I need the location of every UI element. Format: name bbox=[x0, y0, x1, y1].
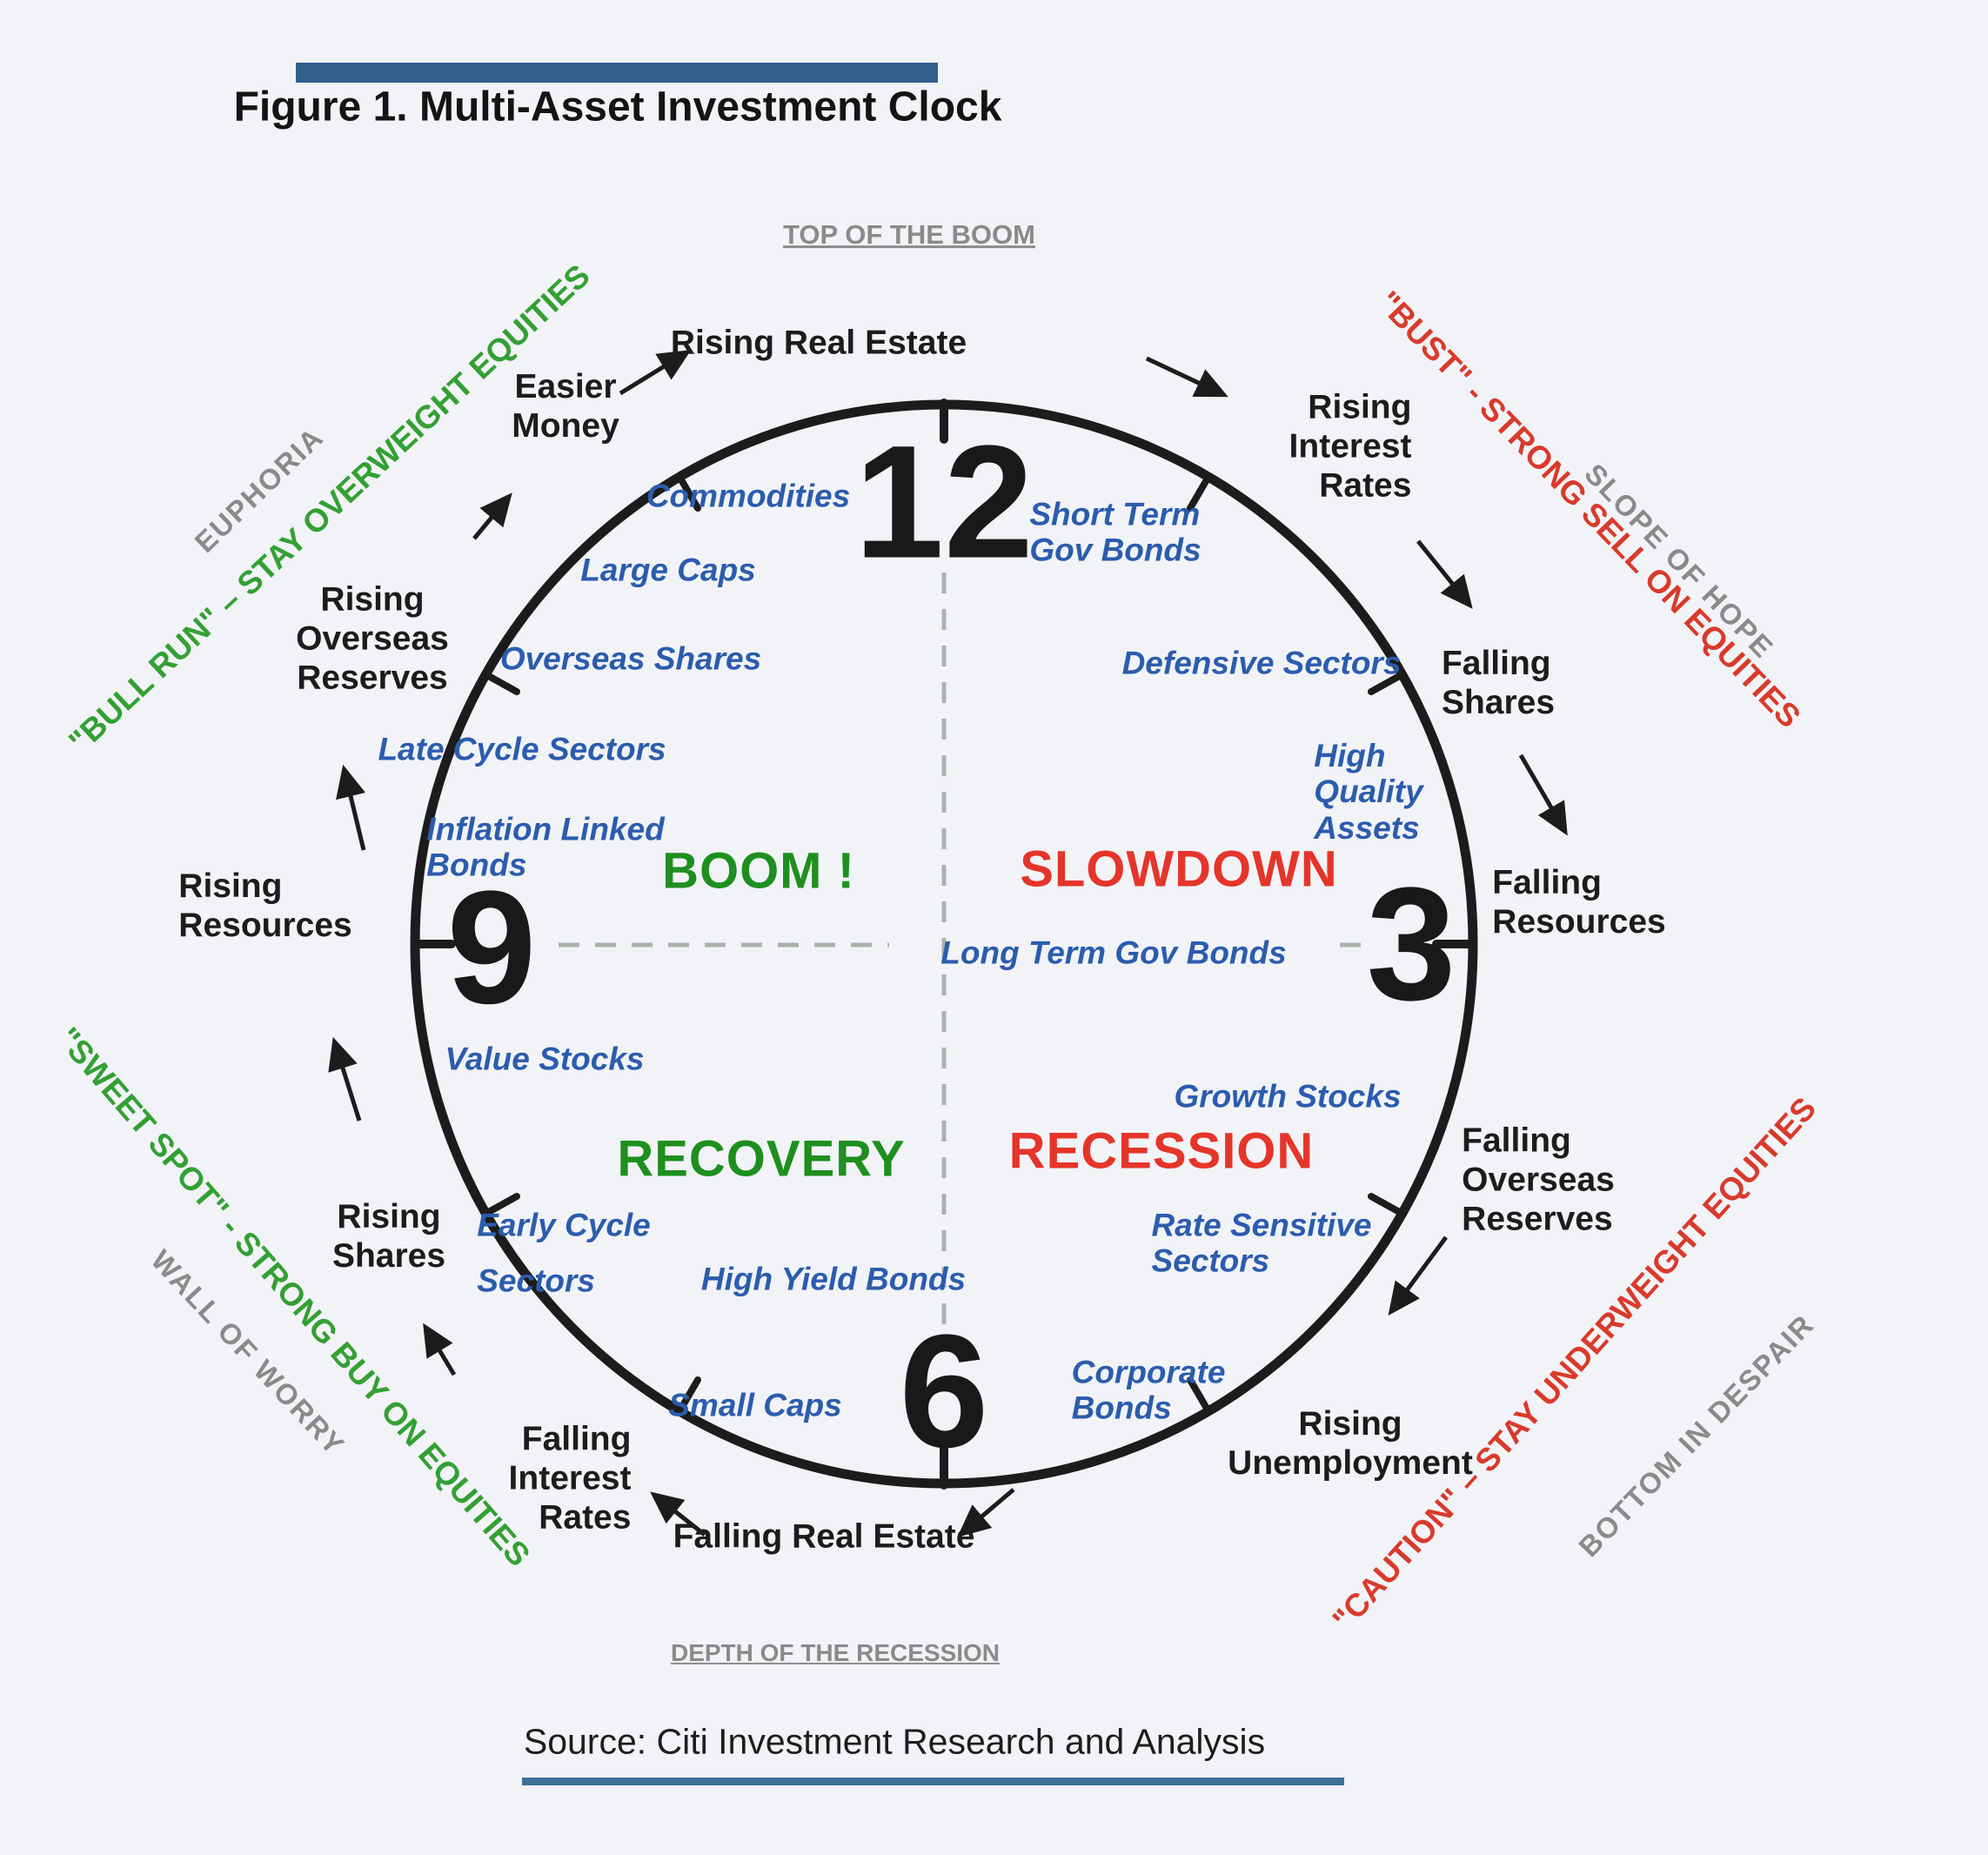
indicator-rising-shares: Rising Shares bbox=[331, 1198, 446, 1275]
cycle-flow-arrows bbox=[328, 350, 1568, 1537]
asset-overseas-shares: Overseas Shares bbox=[499, 640, 762, 677]
indicator-rising-resources: Rising Resources bbox=[178, 867, 352, 944]
indicator-falling-overseas-reserves: Falling Overseas Reserves bbox=[1462, 1122, 1615, 1238]
asset-large-caps: Large Caps bbox=[580, 552, 756, 588]
asset-defensive-sectors: Defensive Sectors bbox=[1121, 645, 1402, 681]
asset-long-term-gov-bonds: Long Term Gov Bonds bbox=[940, 934, 1287, 971]
phase-boom: BOOM ! bbox=[662, 842, 855, 900]
asset-high-yield-bonds: High Yield Bonds bbox=[700, 1261, 967, 1297]
asset-value-stocks: Value Stocks bbox=[445, 1041, 645, 1077]
indicator-easier-money: Easier Money bbox=[512, 368, 619, 445]
phase-slowdown: SLOWDOWN bbox=[1020, 840, 1338, 898]
indicator-rising-interest-rates: Rising Interest Rates bbox=[1289, 388, 1412, 505]
source-rule bbox=[522, 1778, 1344, 1785]
phase-recession: RECESSION bbox=[1008, 1122, 1315, 1180]
clock-number-9: 9 bbox=[446, 858, 537, 1038]
indicator-rising-unemployment: Rising Unemployment bbox=[1228, 1405, 1473, 1482]
asset-corporate-bonds: Corporate Bonds bbox=[1071, 1354, 1226, 1426]
asset-rate-sensitive-sectors: Rate Sensitive Sectors bbox=[1151, 1207, 1372, 1279]
asset-early-cycle-sectors: Early Cycle Sectors bbox=[477, 1207, 651, 1298]
clock-number-12: 12 bbox=[854, 412, 1034, 593]
clock-hour-ticks bbox=[411, 398, 1477, 1490]
phase-recovery: RECOVERY bbox=[617, 1130, 906, 1188]
clock-number-6: 6 bbox=[899, 1302, 989, 1482]
title-rule bbox=[296, 63, 938, 83]
asset-high-quality-assets: High Quality Assets bbox=[1314, 737, 1423, 846]
clock-number-3: 3 bbox=[1366, 854, 1456, 1035]
asset-short-term-gov-bonds: Short Term Gov Bonds bbox=[1029, 496, 1202, 568]
figure-title: Figure 1. Multi-Asset Investment Clock bbox=[233, 84, 1002, 131]
indicator-rising-overseas-reserves: Rising Overseas Reserves bbox=[296, 580, 449, 697]
indicator-falling-shares: Falling Shares bbox=[1441, 645, 1556, 721]
asset-inflation-linked-bonds: Inflation Linked Bonds bbox=[426, 811, 665, 883]
asset-late-cycle-sectors: Late Cycle Sectors bbox=[378, 731, 666, 767]
asset-small-caps: Small Caps bbox=[668, 1387, 842, 1423]
source-line: Source: Citi Investment Research and Ana… bbox=[523, 1721, 1266, 1762]
asset-commodities: Commodities bbox=[646, 478, 851, 514]
clock-axis-dashes bbox=[559, 573, 1375, 1342]
indicator-rising-real-estate: Rising Real Estate bbox=[670, 324, 967, 362]
indicator-falling-real-estate: Falling Real Estate bbox=[673, 1517, 975, 1556]
asset-growth-stocks: Growth Stocks bbox=[1174, 1078, 1402, 1115]
indicator-falling-resources: Falling Resources bbox=[1492, 864, 1666, 941]
indicator-falling-interest-rates: Falling Interest Rates bbox=[508, 1420, 632, 1537]
depth-of-recession-label: DEPTH OF THE RECESSION bbox=[670, 1638, 1001, 1666]
top-of-boom-label: TOP OF THE BOOM bbox=[783, 219, 1035, 251]
